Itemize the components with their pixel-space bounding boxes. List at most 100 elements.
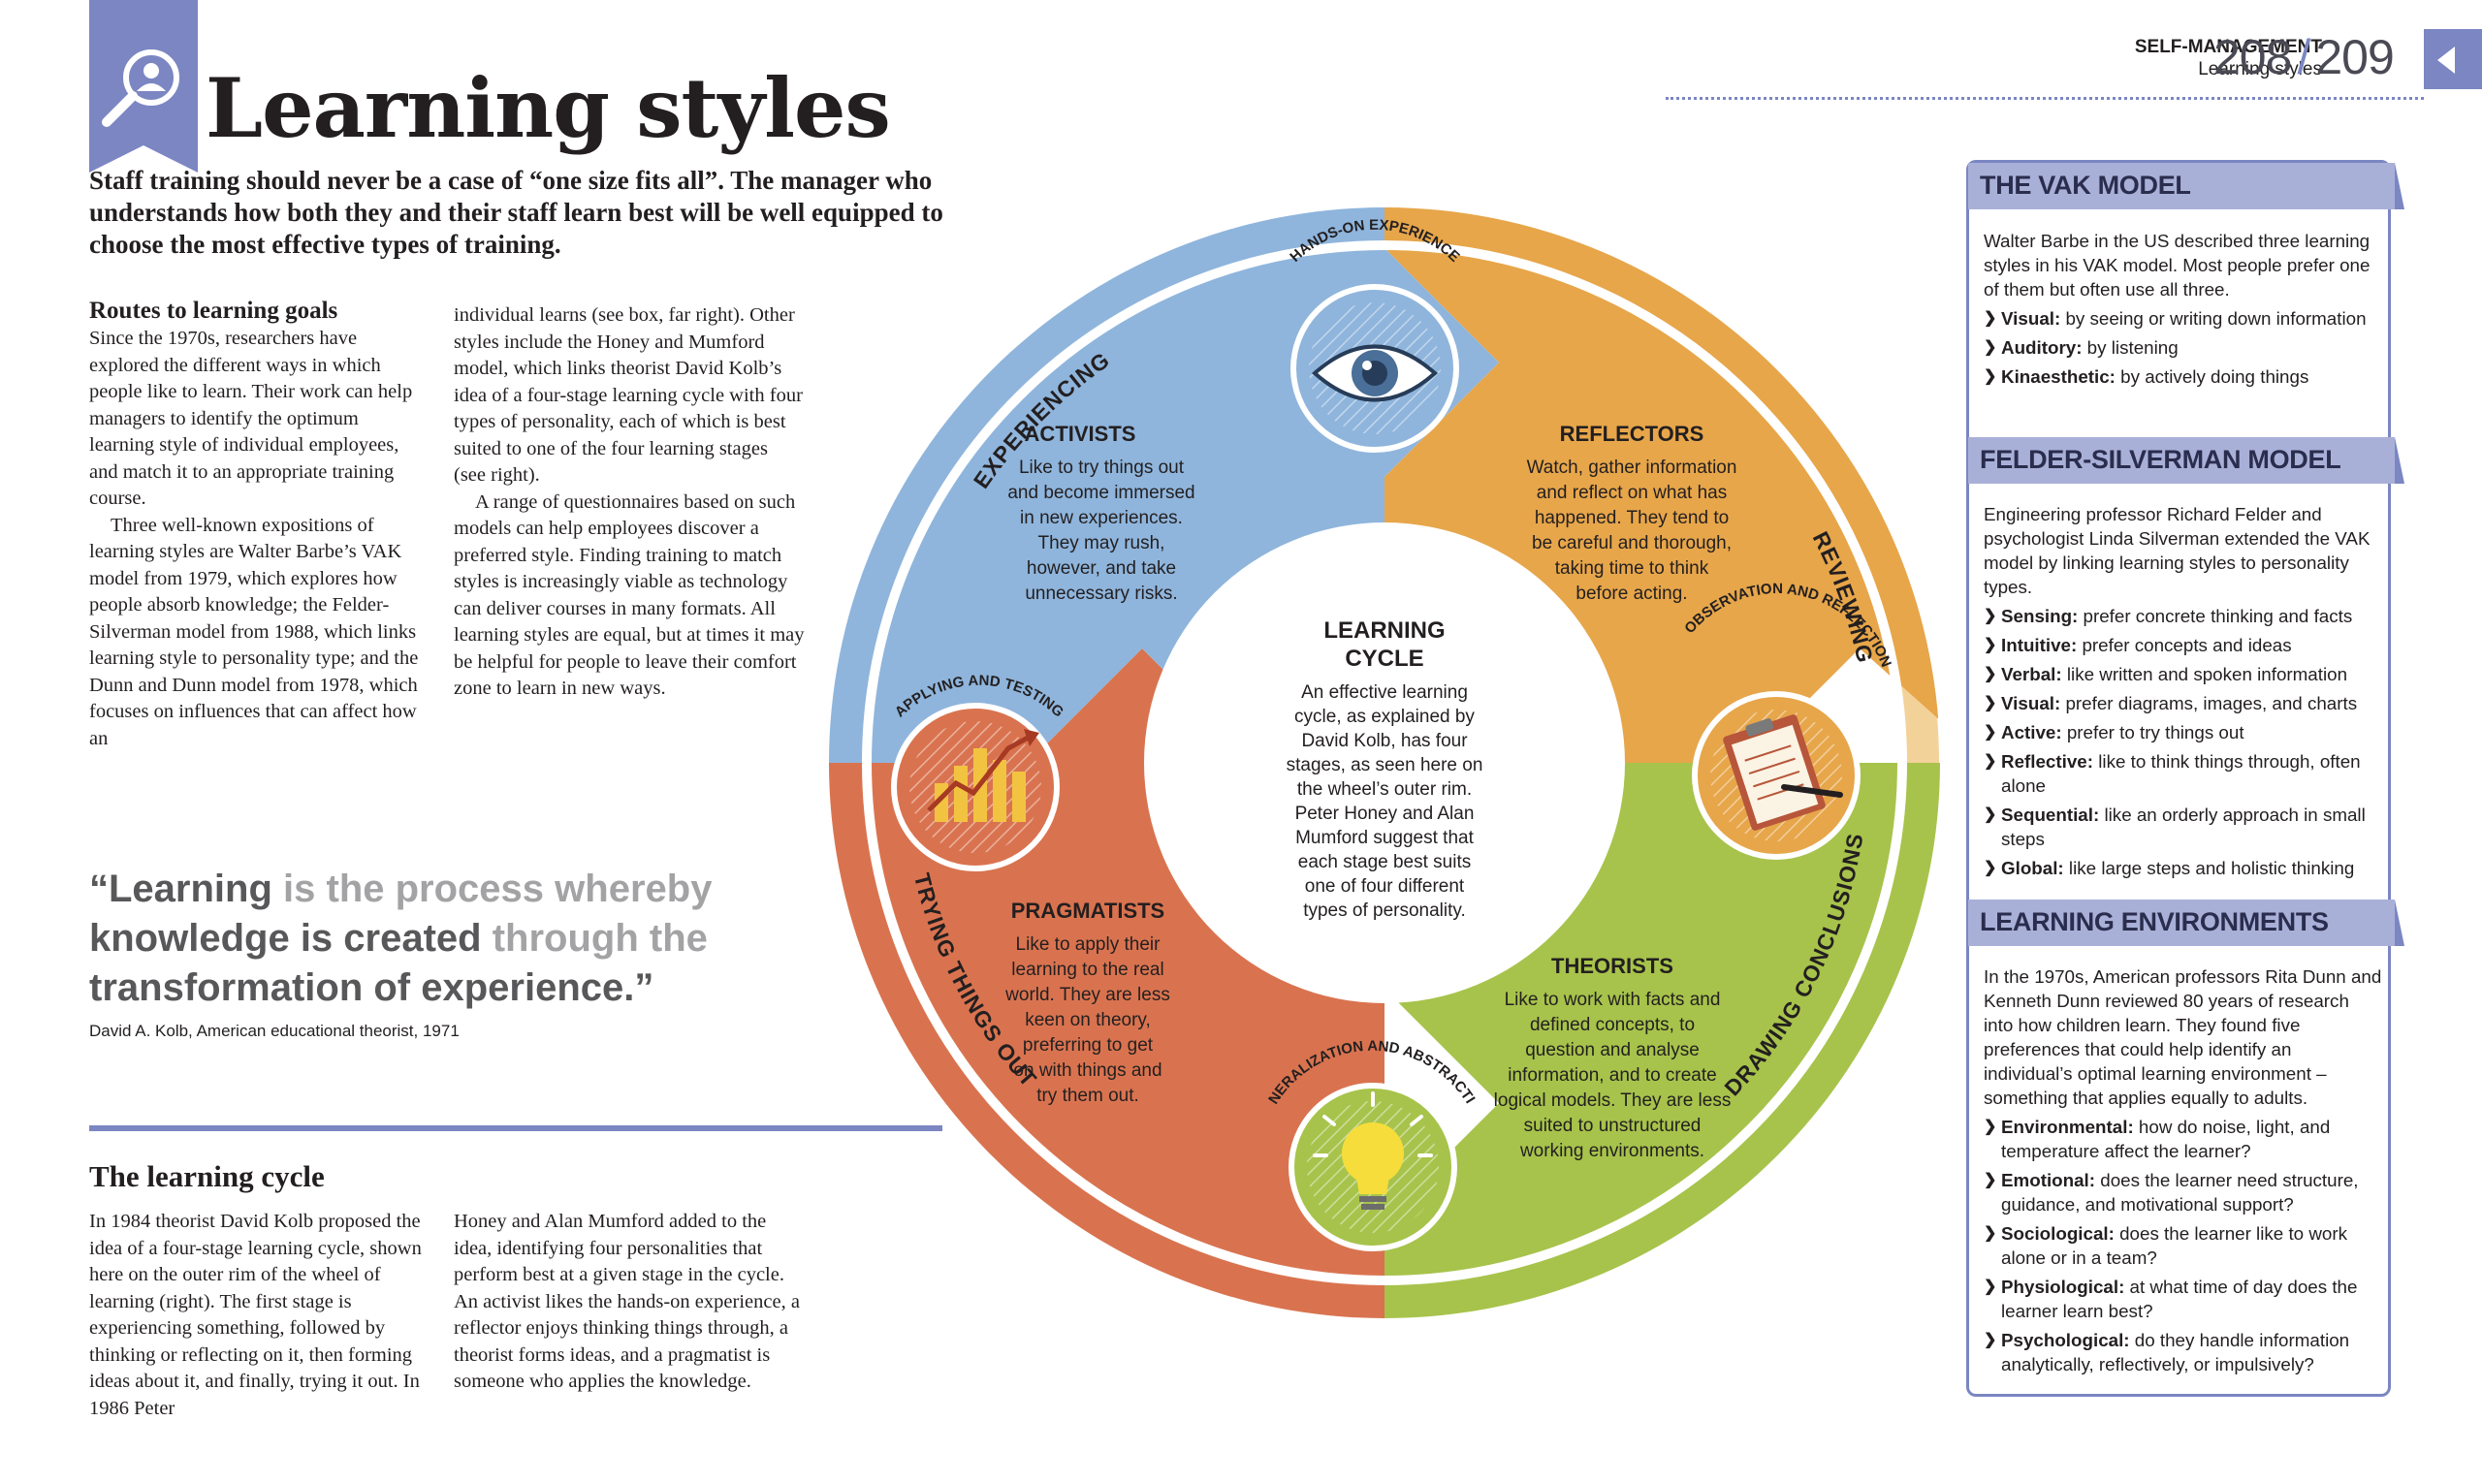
center-title-2: CYCLE: [1345, 646, 1423, 672]
cycle-column-2: Honey and Alan Mumford added to the idea…: [454, 1209, 805, 1396]
learning-cycle-heading: The learning cycle: [89, 1159, 325, 1193]
svg-text:Watch, gather information: Watch, gather information: [1527, 458, 1737, 478]
svg-text:Like to apply their: Like to apply their: [1016, 934, 1161, 955]
header-dotted-rule: [1666, 97, 2424, 100]
svg-text:defined concepts, to: defined concepts, to: [1530, 1015, 1695, 1035]
felder-content: Engineering professor Richard Felder and…: [1984, 502, 2383, 880]
page-numbers: 208/209: [2213, 29, 2395, 85]
vak-item: Visual: by seeing or writing down inform…: [1984, 306, 2383, 331]
svg-text:stages, as seen here on: stages, as seen here on: [1287, 755, 1483, 775]
pragmatists-title: PRAGMATISTS: [1011, 899, 1164, 923]
quote-part-4: through the: [492, 917, 708, 960]
env-content: In the 1970s, American professors Rita D…: [1984, 964, 2383, 1376]
svg-text:Mumford suggest that: Mumford suggest that: [1295, 828, 1474, 848]
pull-quote: “Learning is the process whereby knowled…: [89, 865, 787, 1013]
routes-paragraph-2: Three well-known expositions of learning…: [89, 514, 419, 749]
routes-column-2: individual learns (see box, far right). …: [454, 302, 805, 703]
svg-text:and reflect on what has: and reflect on what has: [1537, 483, 1727, 503]
svg-text:question and analyse: question and analyse: [1525, 1040, 1700, 1060]
svg-text:David Kolb, has four: David Kolb, has four: [1301, 731, 1468, 751]
svg-text:happened. They tend to: happened. They tend to: [1535, 508, 1729, 528]
svg-text:preferring to get: preferring to get: [1023, 1035, 1154, 1056]
felder-header: FELDER-SILVERMAN MODEL: [1968, 437, 2404, 484]
bar-chart-icon: [891, 703, 1060, 871]
svg-text:cycle, as explained by: cycle, as explained by: [1294, 707, 1475, 727]
theorists-title: THEORISTS: [1551, 954, 1673, 978]
svg-text:unnecessary risks.: unnecessary risks.: [1025, 584, 1177, 604]
env-item: Psychological: do they handle informatio…: [1984, 1328, 2383, 1376]
felder-item: Global: like large steps and holistic th…: [1984, 856, 2383, 880]
svg-text:logical models. They are less: logical models. They are less: [1494, 1090, 1732, 1111]
svg-text:learning to the real: learning to the real: [1011, 960, 1163, 980]
vak-item: Kinaesthetic: by actively doing things: [1984, 364, 2383, 389]
svg-text:taking time to think: taking time to think: [1555, 558, 1709, 579]
activists-title: ACTIVISTS: [1025, 422, 1136, 446]
section-rule: [89, 1125, 942, 1131]
sidebar-panel: [1966, 160, 2391, 1397]
svg-text:be careful and thorough,: be careful and thorough,: [1532, 533, 1732, 553]
svg-text:working environments.: working environments.: [1519, 1141, 1704, 1161]
intro-paragraph: Staff training should never be a case of…: [89, 166, 943, 259]
felder-item: Sensing: prefer concrete thinking and fa…: [1984, 604, 2383, 628]
lightbulb-icon: [1289, 1083, 1457, 1251]
page-title: Learning styles: [206, 60, 891, 156]
env-intro: In the 1970s, American professors Rita D…: [1984, 966, 2382, 1108]
routes-paragraph-4: A range of questionnaires based on such …: [454, 490, 805, 700]
svg-text:types of personality.: types of personality.: [1303, 900, 1466, 921]
svg-text:on with things and: on with things and: [1013, 1060, 1161, 1081]
page-right-number: 209: [2315, 30, 2394, 84]
svg-text:however, and take: however, and take: [1027, 558, 1176, 579]
vak-title: THE VAK MODEL: [1980, 171, 2191, 200]
cycle-paragraph-1: In 1984 theorist David Kolb proposed the…: [89, 1211, 422, 1419]
svg-text:before acting.: before acting.: [1575, 584, 1687, 604]
svg-text:Like to work with facts and: Like to work with facts and: [1505, 990, 1721, 1010]
env-title: LEARNING ENVIRONMENTS: [1980, 907, 2329, 936]
title-badge: [89, 0, 198, 173]
cycle-column-1: In 1984 theorist David Kolb proposed the…: [89, 1209, 425, 1422]
pragmatists-body: Like to apply their learning to the real…: [1004, 934, 1170, 1106]
theorists-body: Like to work with facts and defined conc…: [1494, 990, 1732, 1161]
svg-text:An effective learning: An effective learning: [1301, 682, 1468, 703]
vak-content: Walter Barbe in the US described three l…: [1984, 229, 2383, 389]
felder-item: Visual: prefer diagrams, images, and cha…: [1984, 691, 2383, 715]
vak-intro: Walter Barbe in the US described three l…: [1984, 231, 2371, 300]
svg-text:world. They are less: world. They are less: [1004, 985, 1170, 1005]
running-head-subsection: Learning styles: [2198, 59, 2322, 79]
felder-item: Intuitive: prefer concepts and ideas: [1984, 633, 2383, 657]
routes-paragraph-3: individual learns (see box, far right). …: [454, 304, 803, 486]
cycle-paragraph-2: Honey and Alan Mumford added to the idea…: [454, 1211, 800, 1392]
page-slash: /: [2297, 30, 2310, 84]
routes-column-1: Routes to learning goals Since the 1970s…: [89, 297, 425, 752]
clipboard-icon: [1692, 691, 1861, 860]
center-body: An effective learning cycle, as explaine…: [1287, 682, 1483, 921]
chapter-tab-arrow-icon: [2424, 29, 2482, 89]
env-item: Physiological: at what time of day does …: [1984, 1275, 2383, 1323]
learning-wheel-diagram: EXPERIENCING REVIEWING DRAWING CONCLUSIO…: [805, 199, 1940, 1318]
env-item: Sociological: does the learner like to w…: [1984, 1221, 2383, 1270]
svg-text:Peter Honey and Alan: Peter Honey and Alan: [1295, 804, 1475, 824]
running-head-section: SELF-MANAGEMENT: [2134, 37, 2322, 57]
quote-part-2: is the process whereby: [283, 868, 713, 910]
routes-paragraph-1: Since the 1970s, researchers have explor…: [89, 328, 413, 509]
page-left-number: 208: [2213, 30, 2292, 84]
svg-text:and become immersed: and become immersed: [1007, 483, 1194, 503]
center-title-1: LEARNING: [1323, 617, 1445, 644]
reflectors-body: Watch, gather information and reflect on…: [1527, 458, 1737, 604]
svg-text:suited to unstructured: suited to unstructured: [1524, 1116, 1702, 1136]
felder-item: Sequential: like an orderly approach in …: [1984, 803, 2383, 851]
felder-title: FELDER-SILVERMAN MODEL: [1980, 445, 2341, 474]
reflectors-title: REFLECTORS: [1560, 422, 1704, 446]
svg-text:try them out.: try them out.: [1036, 1086, 1139, 1106]
felder-intro: Engineering professor Richard Felder and…: [1984, 504, 2371, 597]
eye-icon: [1290, 284, 1459, 453]
svg-text:They may rush,: They may rush,: [1038, 533, 1165, 553]
env-header: LEARNING ENVIRONMENTS: [1968, 900, 2404, 946]
svg-text:keen on theory,: keen on theory,: [1025, 1010, 1151, 1030]
svg-text:Like to try things out: Like to try things out: [1019, 458, 1185, 478]
felder-item: Active: prefer to try things out: [1984, 720, 2383, 744]
quote-attribution: David A. Kolb, American educational theo…: [89, 1022, 460, 1040]
wheel-center-circle: [1144, 522, 1625, 1003]
quote-part-1: “Learning: [89, 868, 284, 910]
felder-item: Verbal: like written and spoken informat…: [1984, 662, 2383, 686]
env-item: Emotional: does the learner need structu…: [1984, 1168, 2383, 1216]
